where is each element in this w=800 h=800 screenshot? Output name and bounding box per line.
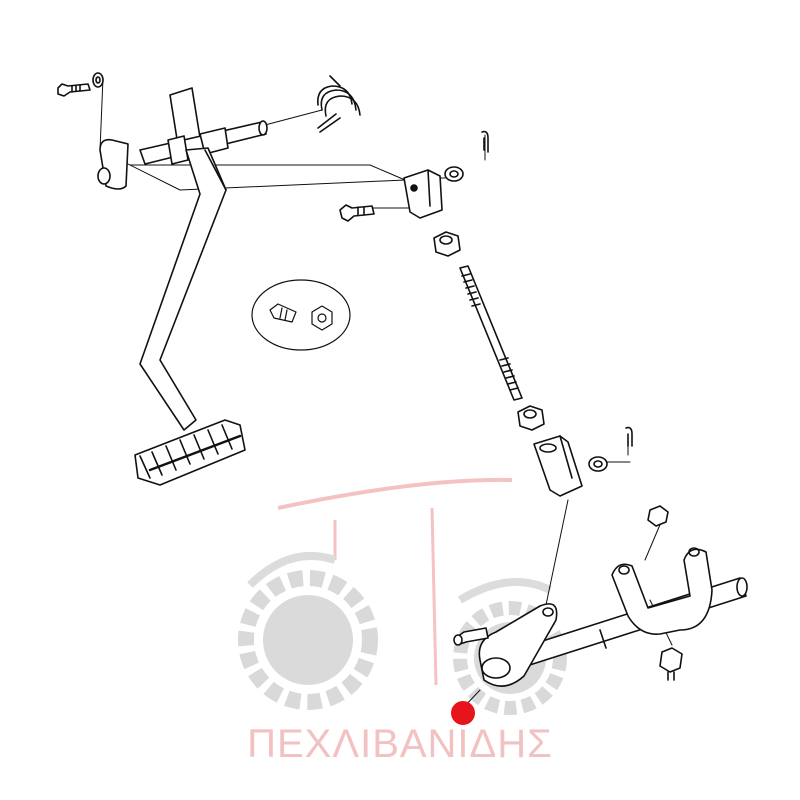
fork: [611, 547, 713, 635]
split-pin-lower: [625, 426, 633, 447]
lock-nut-upper: [433, 231, 461, 257]
tractor-rear-wheel: [238, 570, 378, 710]
washer-top-left: [92, 72, 104, 88]
position-marker-dot: [451, 701, 475, 725]
brand-watermark-text: ΠΕΧΛΙΒΑΝΙΔΗΣ: [247, 722, 553, 766]
clevis-lower: [533, 435, 583, 497]
bolt-fork-bottom: [659, 647, 683, 681]
lock-nut-lower: [517, 405, 545, 431]
bolt-fork-top: [647, 505, 669, 527]
pedal-footplate: [134, 419, 246, 486]
split-pin-upper: [481, 130, 489, 153]
bolt-top-left: [57, 83, 91, 97]
leader-lines: [99, 77, 673, 709]
threaded-rod: [459, 265, 523, 401]
bolt-upper: [339, 204, 375, 222]
washer-upper: [444, 166, 464, 182]
adjuster-screw-detail: [251, 279, 351, 351]
clevis-upper: [403, 169, 443, 219]
washer-lower: [588, 456, 608, 472]
torsion-spring: [316, 75, 361, 133]
lever-arm: [453, 603, 558, 687]
brake-pedal-assembly: [97, 87, 268, 486]
